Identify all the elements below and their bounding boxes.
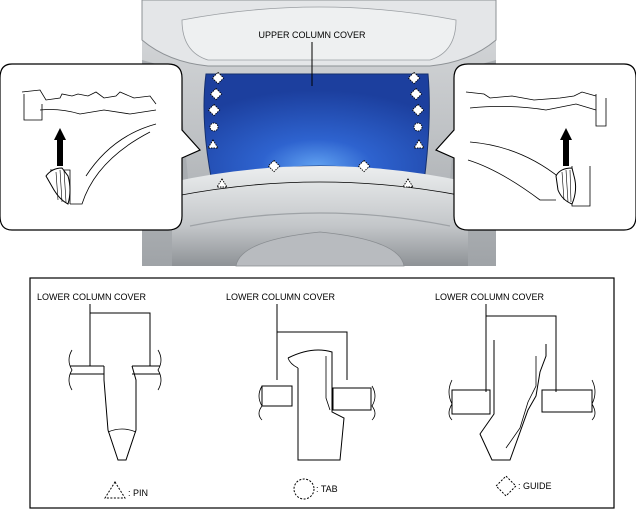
pin-detail-label: LOWER COLUMN COVER [37, 292, 147, 302]
upper-column-cover-label: UPPER COLUMN COVER [258, 30, 366, 40]
meter-hood [181, 6, 457, 61]
tab-detail-label: LOWER COLUMN COVER [226, 292, 336, 302]
guide-detail: LOWER COLUMN COVER [435, 292, 596, 461]
legend-tab-label: : TAB [316, 484, 338, 494]
tab-icon [413, 122, 423, 132]
steering-wheel-rim [172, 166, 468, 266]
pin-icon [402, 178, 414, 188]
left-detail-bubble [0, 63, 201, 231]
legend-guide-label: : GUIDE [518, 481, 552, 491]
tab-detail: LOWER COLUMN COVER [226, 292, 376, 461]
rim-inner-edge [189, 212, 451, 227]
tab-icon [209, 122, 219, 132]
pin-icon [104, 481, 126, 499]
rim-edge [175, 181, 465, 197]
steering-hub [235, 231, 405, 267]
arrow-up-icon [560, 128, 572, 166]
tab-markers [209, 122, 423, 132]
pin-detail: LOWER COLUMN COVER [37, 292, 162, 461]
upper-column-cover [203, 73, 430, 183]
tab-icon [293, 478, 315, 500]
right-detail-bubble [435, 63, 636, 231]
arrow-up-icon [54, 128, 66, 166]
pin-markers [207, 139, 425, 188]
pin-icon [216, 178, 228, 188]
pin-icon [207, 139, 219, 149]
legend-pin-label: : PIN [128, 488, 148, 498]
guide-detail-label: LOWER COLUMN COVER [435, 292, 545, 302]
pin-icon [413, 139, 425, 149]
photo-illustration: UPPER COLUMN COVER [141, 0, 497, 267]
